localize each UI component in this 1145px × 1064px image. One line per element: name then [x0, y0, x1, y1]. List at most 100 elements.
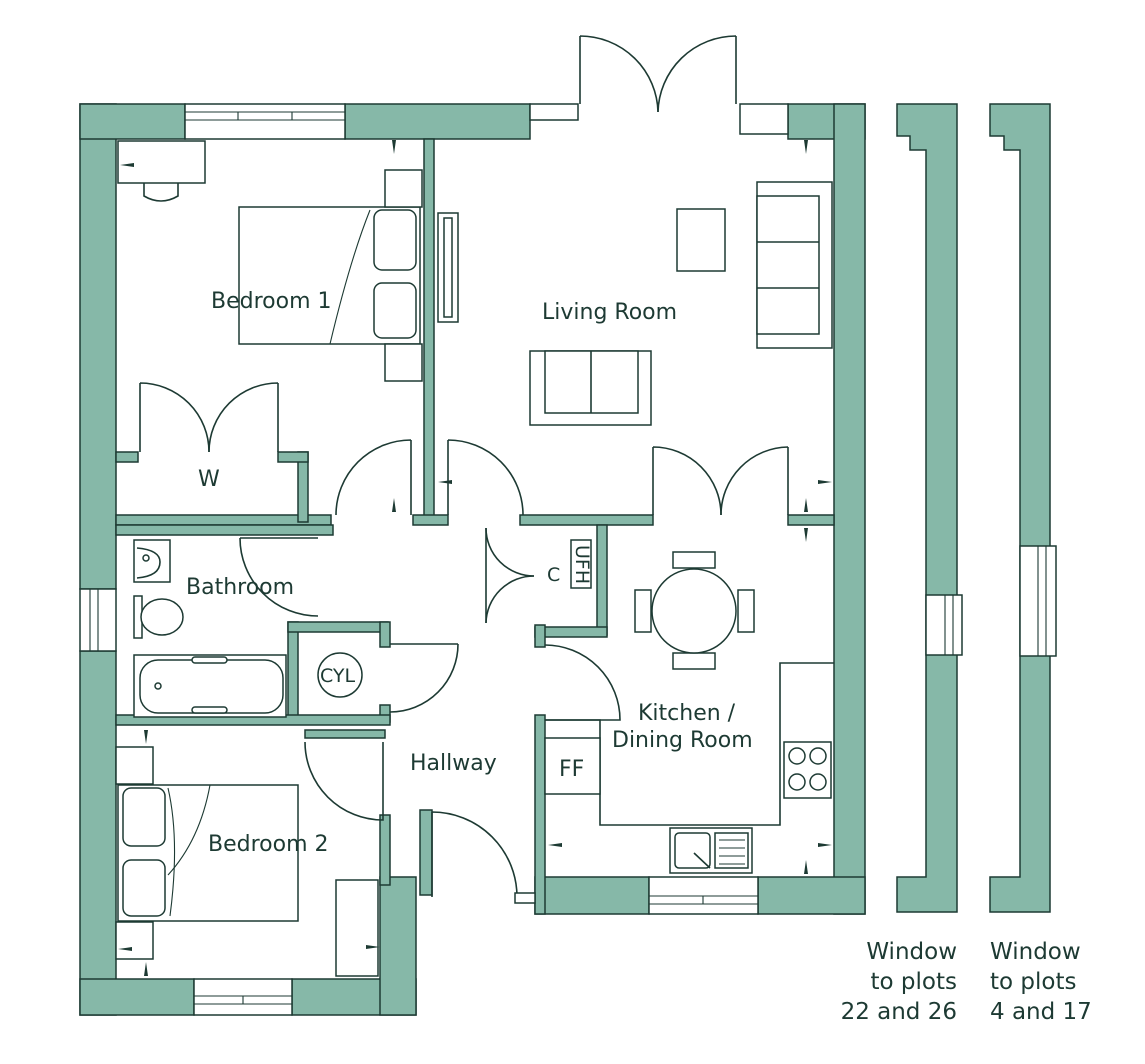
window-french-side-left: [529, 103, 579, 121]
wall-bottom-bed2-left: [79, 978, 195, 1016]
wall-cup-right: [596, 524, 608, 636]
wall-left-upper: [79, 103, 117, 590]
bedside-top: [384, 169, 423, 208]
bathroom-fixtures: [133, 539, 287, 718]
label-kitchen-line1: Kitchen /: [638, 701, 736, 726]
label-fridge-freezer: FF: [559, 757, 584, 782]
ufh-unit: [570, 539, 592, 589]
doors: [139, 35, 789, 904]
wardrobe-door-right: [208, 382, 279, 453]
wall-hall-top-c: [787, 514, 835, 526]
label-cylinder: CYL: [320, 665, 356, 687]
wall-bottom-kitchen-left: [534, 876, 650, 915]
wall-cyl-top: [287, 621, 389, 633]
wall-cup-left: [534, 624, 546, 648]
bedroom2-door: [304, 741, 384, 821]
room-labels: Bedroom 1 Living Room W Bathroom C UFH K…: [186, 289, 753, 857]
pillow-1: [373, 209, 417, 271]
cupboard-door-top: [485, 527, 535, 577]
wall-kitchen-left: [534, 714, 546, 915]
kitchen-furniture: [544, 551, 834, 874]
elevation-plots-4-17: [989, 103, 1051, 913]
bed1-cover: [329, 209, 371, 345]
wall-cyl-right-top: [379, 621, 391, 648]
wall-front-door-jamb: [419, 809, 433, 896]
note-22-26-line2: to plots: [871, 969, 957, 995]
wall-top-left: [79, 103, 186, 140]
dining-table: [651, 568, 737, 654]
coffee-table: [676, 208, 726, 272]
bed2-pillow-1: [122, 787, 166, 847]
bathroom-door: [239, 537, 319, 617]
note-4-17-line2: to plots: [990, 969, 1076, 995]
kitchen-hall-door: [544, 644, 621, 721]
wall-left-lower: [79, 650, 117, 1016]
kitchen-door-left: [652, 446, 722, 516]
bed2-bedside-bottom: [115, 921, 154, 960]
bedroom1-furniture: [117, 140, 423, 382]
wall-right: [833, 103, 866, 915]
bed2-wardrobe: [335, 879, 379, 977]
wall-bed2-top-stub: [304, 729, 386, 739]
label-bedroom1: Bedroom 1: [211, 289, 332, 314]
windows: [79, 103, 789, 1016]
cylinder: [317, 652, 363, 698]
internal-walls: [115, 138, 835, 739]
living-furniture: [437, 181, 833, 426]
wall-bed1-living: [423, 138, 435, 525]
kitchen-door-right: [720, 446, 789, 516]
wall-hall-top-b: [519, 514, 654, 526]
chair-top: [672, 551, 716, 569]
chair-bottom: [672, 652, 716, 670]
wall-top-mid: [344, 103, 531, 140]
worktop: [545, 662, 834, 826]
label-ufh: UFH: [571, 545, 593, 584]
basin: [133, 539, 171, 583]
cylinder-cupboard: [317, 539, 592, 698]
bed2-bedside-top: [115, 746, 154, 785]
label-bathroom: Bathroom: [186, 575, 294, 600]
label-living-room: Living Room: [542, 300, 677, 325]
french-door-right: [657, 35, 737, 113]
wall-hall-top-a: [412, 514, 449, 526]
wall-bottom-kitchen-right: [757, 876, 866, 915]
note-22-26-line3: 22 and 26: [841, 999, 957, 1025]
label-wardrobe: W: [198, 467, 220, 492]
note-22-26-line1: Window: [866, 939, 957, 965]
toilet: [140, 598, 184, 636]
desk: [117, 140, 206, 184]
label-kitchen-line2: Dining Room: [612, 728, 753, 753]
bedroom1-door: [335, 439, 412, 516]
fridge-freezer: [544, 737, 601, 795]
pillow-2: [373, 282, 417, 339]
label-hallway: Hallway: [410, 751, 497, 776]
wardrobe-door-left: [139, 382, 210, 453]
chair-left: [634, 589, 652, 633]
wall-bed2-right: [379, 876, 417, 1016]
french-door-left: [579, 35, 659, 113]
label-cupboard: C: [547, 564, 560, 586]
elevation-plots-22-26: [896, 103, 958, 913]
cylinder-door: [389, 643, 459, 713]
chair-right: [737, 589, 755, 633]
wall-bed2-right-upper: [379, 814, 391, 886]
wall-wardrobe-right-stub: [277, 451, 309, 463]
front-door: [431, 811, 518, 898]
cupboard-door-bottom: [485, 575, 535, 624]
external-walls: [79, 103, 866, 1016]
bed2-pillow-2: [122, 859, 166, 917]
window-bed1-top: [184, 103, 346, 140]
desk-chair: [143, 183, 179, 202]
window-french-side-right: [739, 103, 789, 135]
bedroom2-furniture: [115, 746, 379, 977]
elevation-window-22-26: [925, 594, 963, 656]
living-door: [447, 439, 524, 516]
wall-wardrobe-left-stub: [115, 451, 139, 463]
side-elevations: [896, 103, 1057, 913]
bedside-bottom: [384, 343, 423, 382]
note-4-17-line1: Window: [990, 939, 1081, 965]
dimension-arrows: [118, 140, 832, 976]
window-notes: Window to plots 22 and 26 Window to plot…: [841, 939, 1092, 1025]
wall-bath-top: [115, 524, 334, 536]
